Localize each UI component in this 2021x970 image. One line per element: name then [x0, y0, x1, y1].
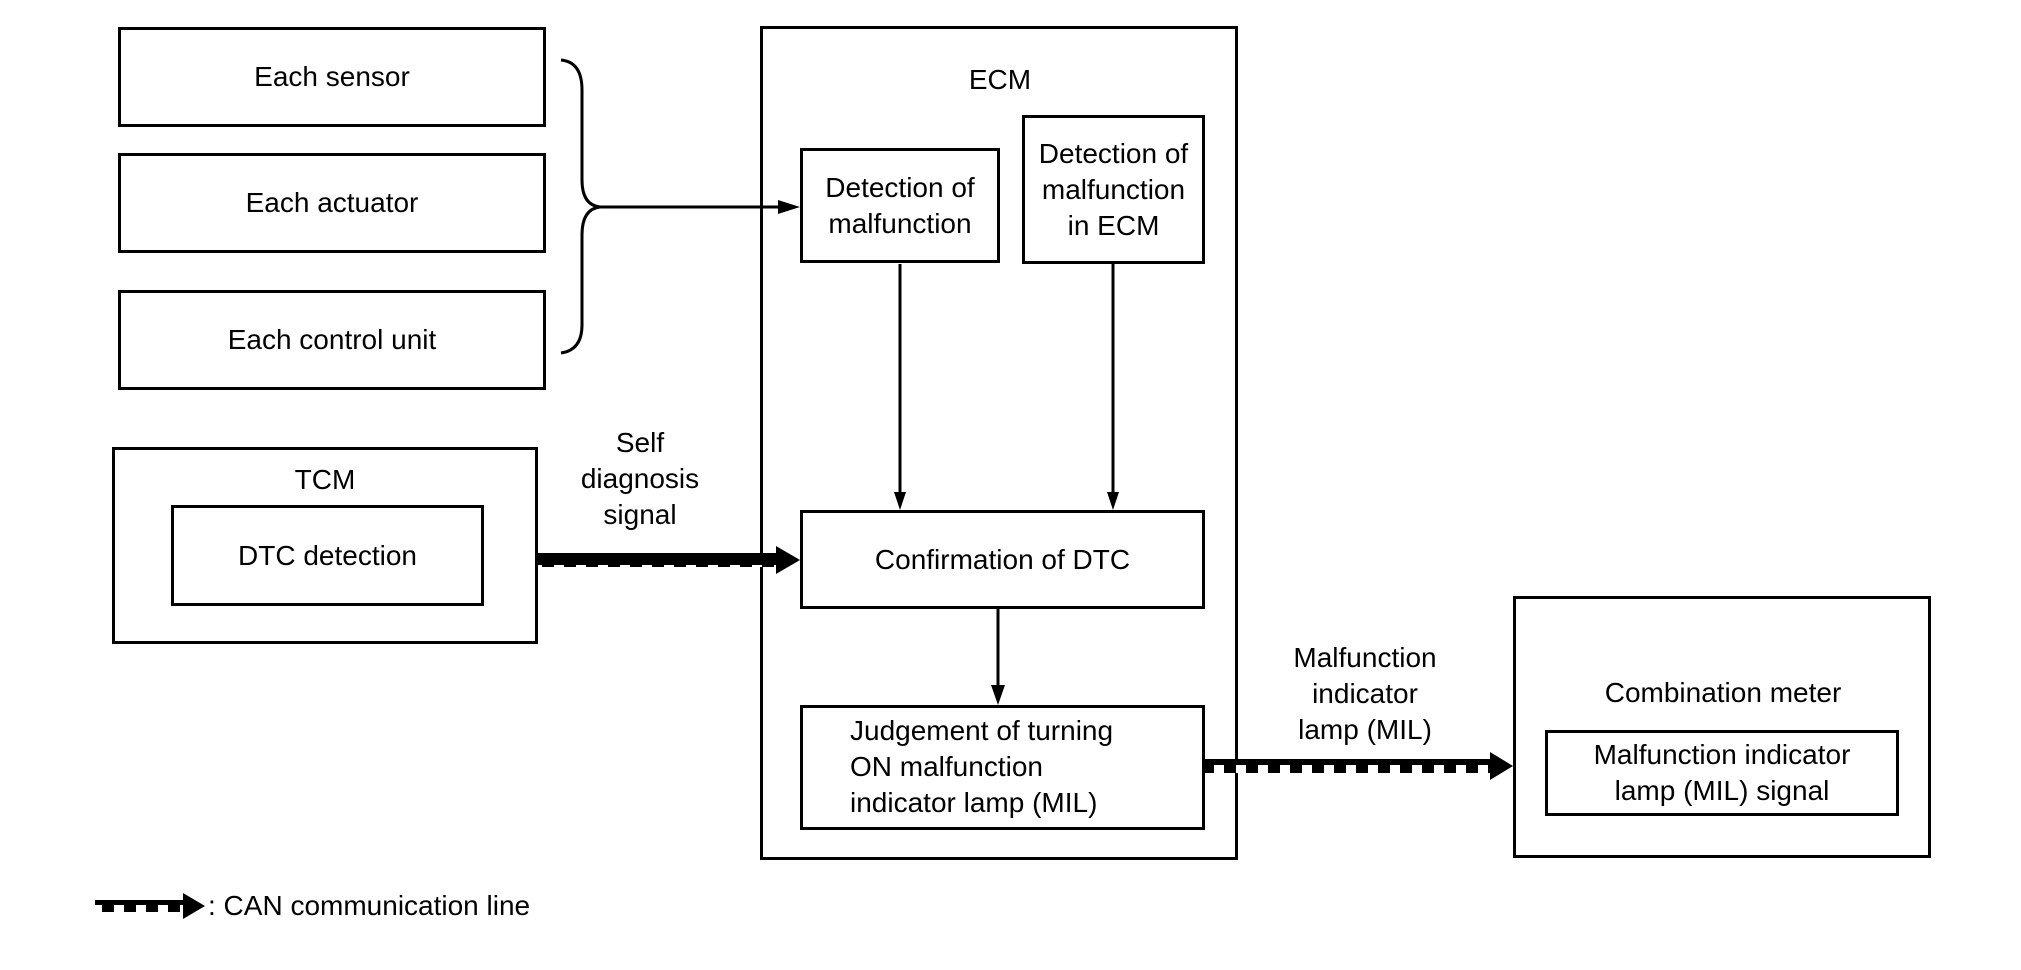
can-line-mil — [1205, 759, 1493, 773]
legend-arrowhead — [183, 893, 205, 919]
self-diagnosis-signal-label: Self diagnosis signal — [580, 427, 700, 530]
confirmation-of-dtc-box: Confirmation of DTC — [800, 510, 1205, 609]
mil-signal-box: Malfunction indicator lamp (MIL) signal — [1545, 730, 1899, 816]
dtc-detection-box: DTC detection — [171, 505, 484, 606]
judgement-mil-label: Judgement of turning ON malfunction indi… — [850, 715, 1114, 818]
input-brace — [560, 58, 601, 355]
each-sensor-box: Each sensor — [118, 27, 546, 127]
arrowhead — [991, 685, 1005, 705]
can-line-self-diagnosis — [538, 553, 778, 567]
mil-signal-label: Malfunction indicator lamp (MIL) — [1293, 642, 1437, 745]
detection-in-ecm-box: Detection of malfunction in ECM — [1022, 115, 1205, 264]
confirmation-of-dtc-label: Confirmation of DTC — [874, 543, 1131, 575]
arrowhead — [778, 200, 800, 214]
arrowhead — [776, 546, 800, 574]
ecm-title: ECM — [968, 64, 1032, 95]
judgement-mil-box: Judgement of turning ON malfunction indi… — [800, 705, 1205, 830]
arrowhead — [1490, 752, 1513, 780]
mil-signal-box-label: Malfunction indicator lamp (MIL) signal — [1593, 739, 1851, 806]
each-control-unit-box: Each control unit — [118, 290, 546, 390]
each-control-unit-label: Each control unit — [227, 324, 437, 355]
detection-of-malfunction-box: Detection of malfunction — [800, 148, 1000, 263]
arrowhead — [894, 492, 906, 510]
legend-can-line-icon — [95, 900, 185, 912]
tcm-title: TCM — [294, 464, 356, 495]
detection-of-malfunction-label: Detection of malfunction — [825, 171, 975, 239]
each-sensor-label: Each sensor — [254, 61, 410, 92]
combination-meter-title: Combination meter — [1604, 677, 1842, 708]
each-actuator-box: Each actuator — [118, 153, 546, 253]
legend-text: : CAN communication line — [208, 890, 531, 921]
each-actuator-label: Each actuator — [245, 187, 419, 218]
detection-in-ecm-label: Detection of malfunction in ECM — [1038, 137, 1189, 241]
arrowhead — [1107, 492, 1119, 510]
dtc-detection-label: DTC detection — [238, 539, 417, 571]
